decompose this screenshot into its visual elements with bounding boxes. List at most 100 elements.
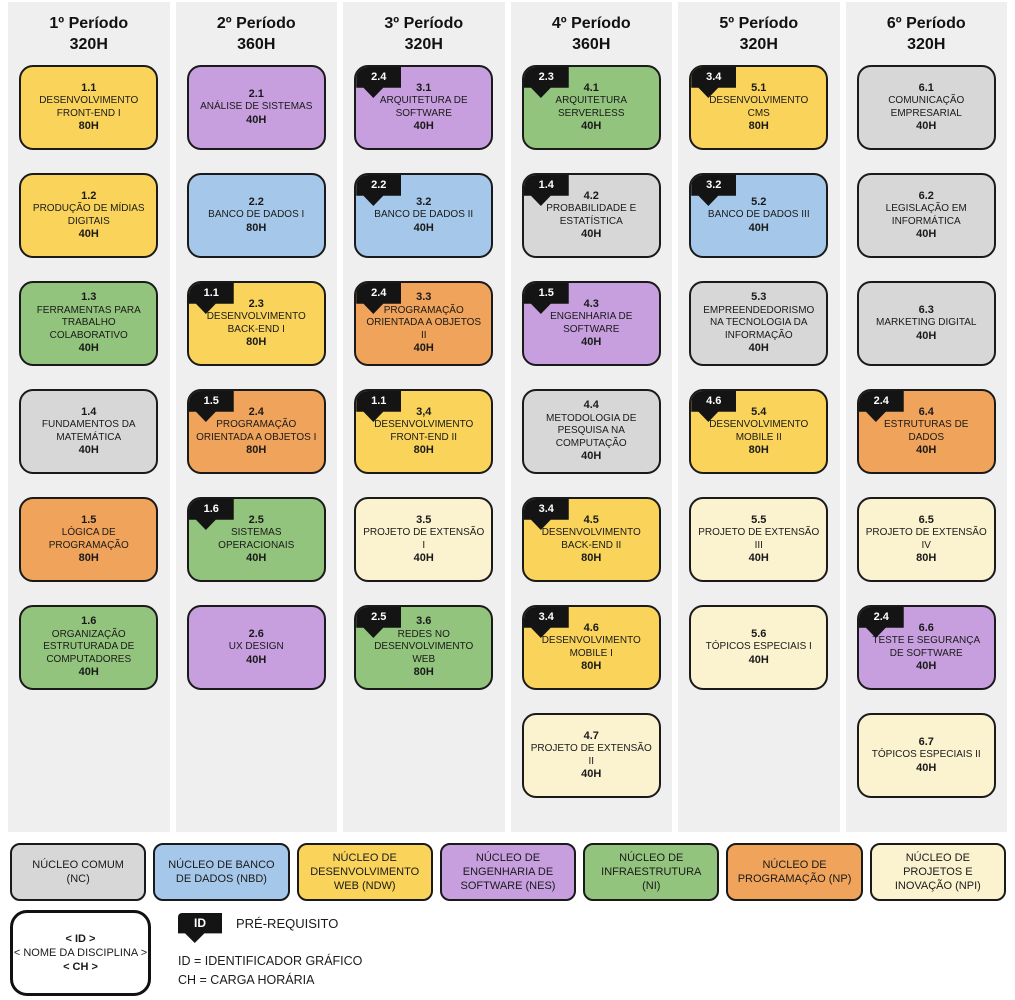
course-name: PROJETO DE EXTENSÃO I [363, 527, 485, 551]
course-hours: 80H [581, 659, 602, 672]
period-hours: 320H [69, 36, 108, 54]
nucleus-legend-label: NÚCLEO DE PROGRAMAÇÃO (NP) [737, 858, 852, 885]
footer-legend: < ID > < NOME DA DISCIPLINA > < CH > ID … [10, 908, 610, 998]
course-id: 5.4 [751, 405, 767, 418]
course-id: 4.1 [583, 81, 599, 94]
course-name: ARQUITETURA DE SOFTWARE [379, 95, 468, 119]
course-id: 2.1 [248, 87, 264, 100]
nucleus-legend-item: NÚCLEO DE DESENVOLVIMENTO WEB (NDW) [296, 843, 433, 901]
period-hours: 360H [237, 36, 276, 54]
course-id: 6.4 [918, 405, 934, 418]
abbreviation-notes: ID = IDENTIFICADOR GRÁFICO CH = CARGA HO… [178, 952, 362, 990]
course-hours: 80H [246, 335, 267, 348]
course-name: REDES NO DESENVOLVIMENTO WEB [374, 629, 474, 665]
course-hours: 40H [581, 119, 602, 132]
course-id: 1.1 [81, 81, 97, 94]
course-id: 3.2 [416, 195, 432, 208]
course-hours: 40H [246, 113, 267, 126]
course-name: MARKETING DIGITAL [876, 317, 977, 329]
course-id: 5.2 [751, 195, 767, 208]
course-hours: 40H [413, 341, 434, 354]
prerequisite-tag: 1.5 [188, 391, 234, 422]
course-hours: 80H [748, 119, 769, 132]
course-hours: 40H [78, 227, 99, 240]
prerequisite-tag: 2.4 [858, 391, 904, 422]
course-id: 5.6 [751, 627, 767, 640]
course-hours: 40H [581, 767, 602, 780]
course-name: METODOLOGIA DE PESQUISA NA COMPUTAÇÃO [546, 413, 637, 449]
course-id: 6.1 [918, 81, 934, 94]
period-header: 2º Período 360H [217, 13, 296, 55]
course-id: 6.3 [918, 303, 934, 316]
course-hours: 40H [748, 653, 769, 666]
sample-card-ch: < CH > [63, 961, 98, 974]
course-hours: 80H [78, 119, 99, 132]
course-name: PRODUÇÃO DE MÍDIAS DIGITAIS [32, 203, 145, 227]
prerequisite-tag: 1.6 [188, 499, 234, 530]
course-name: PROGRAMAÇÃO ORIENTADA A OBJETOS I [196, 419, 317, 443]
period-hours: 320H [404, 36, 443, 54]
course-name: BANCO DE DADOS II [374, 209, 474, 221]
course-name: LEGISLAÇÃO EM INFORMÁTICA [885, 203, 967, 227]
course-name: ANÁLISE DE SISTEMAS [200, 101, 313, 113]
course-id: 1.4 [81, 405, 97, 418]
course-hours: 40H [246, 653, 267, 666]
course-hours: 80H [748, 443, 769, 456]
course-id: 5.3 [751, 291, 767, 304]
course-name: FERRAMENTAS PARA TRABALHO COLABORATIVO [36, 305, 141, 341]
course-hours: 40H [78, 665, 99, 678]
period-hours: 320H [739, 36, 778, 54]
course-name: DESENVOLVIMENTO MOBILE I [541, 635, 641, 659]
course-name: BANCO DE DADOS I [208, 209, 305, 221]
prereq-tag-icon: ID [178, 913, 222, 943]
nucleus-legend: NÚCLEO COMUM (NC)NÚCLEO DE BANCO DE DADO… [10, 843, 1006, 901]
course-hours: 40H [916, 227, 937, 240]
prerequisite-tag: 3.4 [523, 499, 569, 530]
course-id: 4.5 [583, 513, 599, 526]
period-title: 2º Período [216, 15, 296, 32]
course-id: 4.7 [583, 729, 599, 742]
course-name: PROJETO DE EXTENSÃO II [530, 743, 652, 767]
nucleus-legend-label: NÚCLEO DE INFRAESTRUTURA (NI) [601, 851, 702, 893]
course-name: COMUNICAÇÃO EMPRESARIAL [888, 95, 965, 119]
prerequisite-tag: 1.5 [523, 283, 569, 314]
course-hours: 40H [916, 659, 937, 672]
sample-card-legend: < ID > < NOME DA DISCIPLINA > < CH > [10, 910, 151, 996]
nucleus-legend-label: NÚCLEO DE DESENVOLVIMENTO WEB (NDW) [310, 851, 420, 893]
course-hours: 40H [748, 221, 769, 234]
nucleus-legend-label: NÚCLEO COMUM (NC) [32, 858, 124, 885]
course-id: 4.3 [583, 297, 599, 310]
course-id: 1.3 [81, 291, 97, 304]
course-id: 2.3 [248, 297, 264, 310]
course-hours: 80H [246, 443, 267, 456]
course-hours: 40H [581, 335, 602, 348]
course-hours: 40H [748, 341, 769, 354]
